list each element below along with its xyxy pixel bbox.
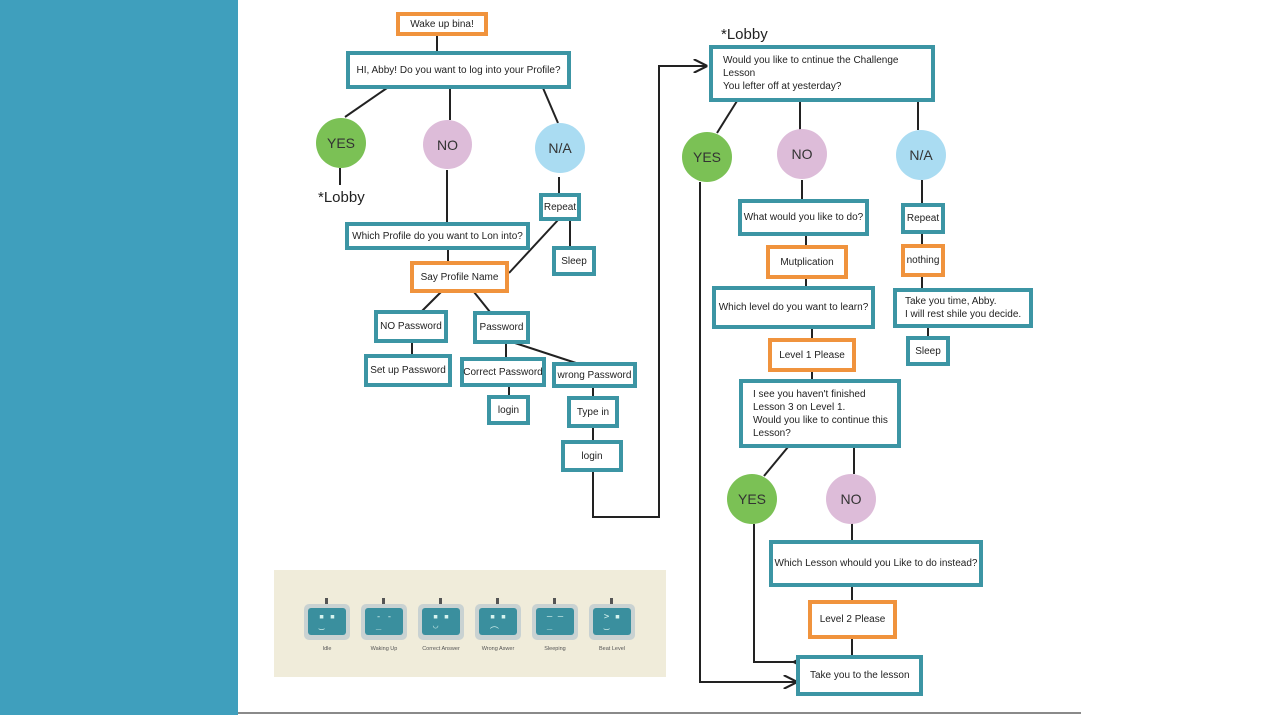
setup-password-box: Set up Password — [364, 354, 452, 387]
robot-face-beat-level: > ▪ ‿ — [589, 598, 635, 640]
na-node-right: N/A — [896, 130, 946, 180]
lobby-heading: *Lobby — [721, 26, 768, 43]
repeat-box: Repeat — [539, 193, 581, 221]
robot-face-sleeping: – – _ — [532, 598, 578, 640]
which-lesson-box: Which Lesson whould you Like to do inste… — [769, 540, 983, 587]
beat-level-face-icon: > ▪ ‿ — [593, 608, 631, 635]
sleep-box: Sleep — [552, 246, 596, 276]
login-box-typed: login — [561, 440, 623, 472]
take-to-lesson-box: Take you to the lesson — [796, 655, 923, 696]
no-password-box: NO Password — [374, 310, 448, 343]
robot-face-wrong-answer: ▪ ▪ ︵ — [475, 598, 521, 640]
wake-up-box: Wake up bina! — [396, 12, 488, 36]
legend-label-beat-level: Beat Level — [599, 646, 625, 652]
robot-face-waking-up: - - _ — [361, 598, 407, 640]
waking-up-face-icon: - - _ — [365, 608, 403, 635]
correct-answer-face-icon: ▪ ▪ ◡ — [422, 608, 460, 635]
multiplication-box: Mutplication — [766, 245, 848, 279]
legend-label-idle: Idle — [322, 646, 332, 652]
legend-label-sleeping: Sleeping — [544, 646, 566, 652]
robot-face-correct-answer: ▪ ▪ ◡ — [418, 598, 464, 640]
unfinished-lesson-box: I see you haven't finished Lesson 3 on L… — [739, 379, 901, 448]
login-profile-question-box: HI, Abby! Do you want to log into your P… — [346, 51, 571, 89]
password-box: Password — [473, 311, 530, 344]
sidebar-panel — [0, 0, 238, 715]
legend-label-correct-answer: Correct Answer — [422, 646, 460, 652]
what-would-you-like-box: What would you like to do? — [738, 199, 869, 236]
take-your-time-box: Take you time, Abby. I will rest shile y… — [893, 288, 1033, 328]
which-level-box: Which level do you want to learn? — [712, 286, 875, 329]
sleeping-face-icon: – – _ — [536, 608, 574, 635]
repeat-box-right: Repeat — [901, 203, 945, 234]
yes-node-right: YES — [682, 132, 732, 182]
say-profile-name-box: Say Profile Name — [410, 261, 509, 293]
type-in-box: Type in — [567, 396, 619, 428]
level-1-box: Level 1 Please — [768, 338, 856, 372]
legend-label-wrong-answer: Wrong Aswer — [481, 646, 515, 652]
sleep-box-right: Sleep — [906, 336, 950, 366]
robot-face-idle: ▪ ▪ ‿ — [304, 598, 350, 640]
level-2-box: Level 2 Please — [808, 600, 897, 639]
no-node: NO — [423, 120, 472, 169]
which-profile-box: Which Profile do you want to Lon into? — [345, 222, 530, 250]
legend-label-waking-up: Waking Up — [370, 646, 398, 652]
na-node: N/A — [535, 123, 585, 173]
wrong-password-box: wrong Password — [552, 362, 637, 388]
robot-face-legend: ▪ ▪ ‿ Idle - - _ Waking Up ▪ ▪ ◡ Correct… — [274, 570, 666, 677]
yes-node-lesson: YES — [727, 474, 777, 524]
correct-password-box: Correct Password — [460, 357, 546, 387]
idle-face-icon: ▪ ▪ ‿ — [308, 608, 346, 635]
continue-challenge-question-box: Would you like to cntinue the Challenge … — [709, 45, 935, 102]
login-box-correct: login — [487, 395, 530, 425]
bottom-divider — [238, 712, 1081, 714]
no-node-right: NO — [777, 129, 827, 179]
lobby-label: *Lobby — [318, 189, 365, 206]
nothing-box: nothing — [901, 244, 945, 277]
no-node-lesson: NO — [826, 474, 876, 524]
wrong-answer-face-icon: ▪ ▪ ︵ — [479, 608, 517, 635]
yes-node: YES — [316, 118, 366, 168]
